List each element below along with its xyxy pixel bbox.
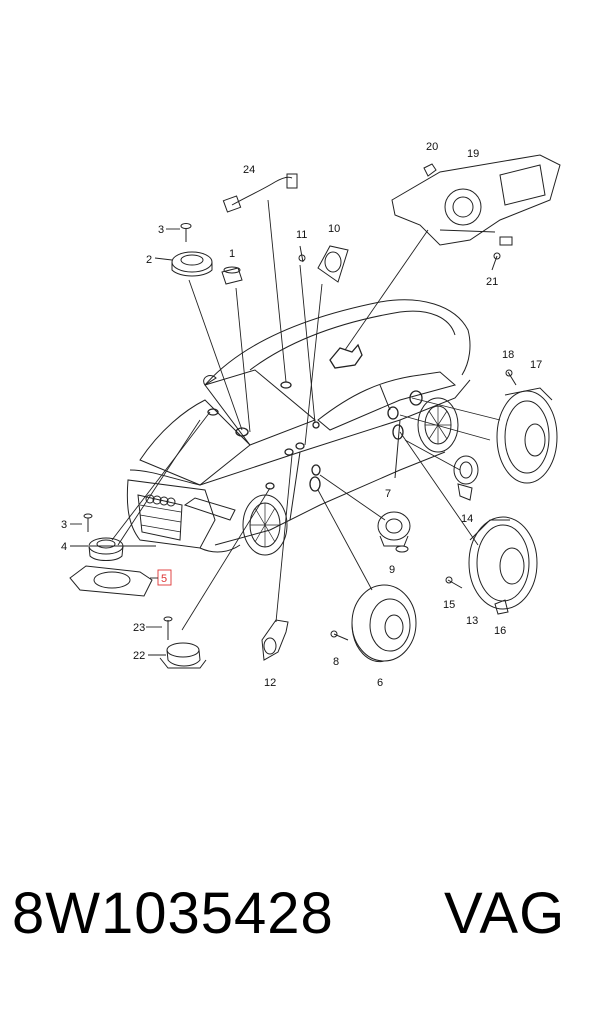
part-22 xyxy=(159,642,207,669)
callout-17: 17 xyxy=(530,359,542,371)
callout-15: 15 xyxy=(443,599,455,611)
callout-9: 9 xyxy=(389,564,395,576)
footer: 8W1035428 VAG xyxy=(0,880,600,990)
part-3b-screw xyxy=(83,513,93,532)
part-1 xyxy=(221,266,243,285)
part-6-woofer xyxy=(351,584,417,663)
part-5-frame xyxy=(69,565,153,597)
part-24-cable xyxy=(222,173,298,213)
callout-10: 10 xyxy=(328,223,340,235)
part-21-screw xyxy=(491,252,501,271)
part-number: 8W1035428 xyxy=(12,881,334,946)
part-9 xyxy=(395,545,409,553)
part-20-nut xyxy=(423,163,437,177)
callout-1: 1 xyxy=(229,248,235,260)
part-15-screw xyxy=(445,576,463,589)
part-4-speaker xyxy=(88,537,124,561)
callout-7: 7 xyxy=(385,488,391,500)
callout-3b: 3 xyxy=(61,519,67,531)
part-10 xyxy=(317,245,349,283)
callout-8: 8 xyxy=(333,656,339,668)
callout-19: 19 xyxy=(467,148,479,160)
callout-5: 5 xyxy=(161,573,167,585)
callout-20: 20 xyxy=(426,141,438,153)
callout-ticks xyxy=(70,228,180,656)
leader-lines xyxy=(111,199,501,631)
callout-12: 12 xyxy=(264,677,276,689)
callout-18: 18 xyxy=(502,349,514,361)
part-19-subwoofer xyxy=(391,154,561,246)
part-7-tweeter xyxy=(377,511,411,547)
brand-label: VAG xyxy=(444,881,566,946)
callout-14: 14 xyxy=(461,513,473,525)
callout-22: 22 xyxy=(133,650,145,662)
callout-labels: 24 3 1 2 11 10 20 19 21 18 17 14 7 9 15 … xyxy=(61,141,542,689)
part-8-screw xyxy=(330,630,349,641)
callout-11: 11 xyxy=(296,229,307,241)
part-17-speaker xyxy=(496,387,558,484)
callout-21: 21 xyxy=(486,276,498,288)
part-13-speaker xyxy=(468,516,538,610)
callout-24: 24 xyxy=(243,164,255,176)
callout-2: 2 xyxy=(146,254,152,266)
speaker-system-diagram: 24 3 1 2 11 10 20 19 21 18 17 14 7 9 15 … xyxy=(61,141,561,689)
part-14 xyxy=(453,455,479,501)
car-outline xyxy=(126,299,471,556)
part-12 xyxy=(261,619,289,661)
mounting-rings xyxy=(207,381,423,492)
part-2-tweeter xyxy=(171,251,213,277)
part-16 xyxy=(494,599,509,615)
callout-23: 23 xyxy=(133,622,145,634)
callout-4: 4 xyxy=(61,541,67,553)
callout-16: 16 xyxy=(494,625,506,637)
callout-3a: 3 xyxy=(158,224,164,236)
part-11-screw xyxy=(298,245,306,263)
part-23-screw xyxy=(163,616,173,640)
part-3-screw xyxy=(180,223,192,242)
callout-13: 13 xyxy=(466,615,478,627)
callout-6: 6 xyxy=(377,677,383,689)
part-18-screw xyxy=(505,369,517,386)
